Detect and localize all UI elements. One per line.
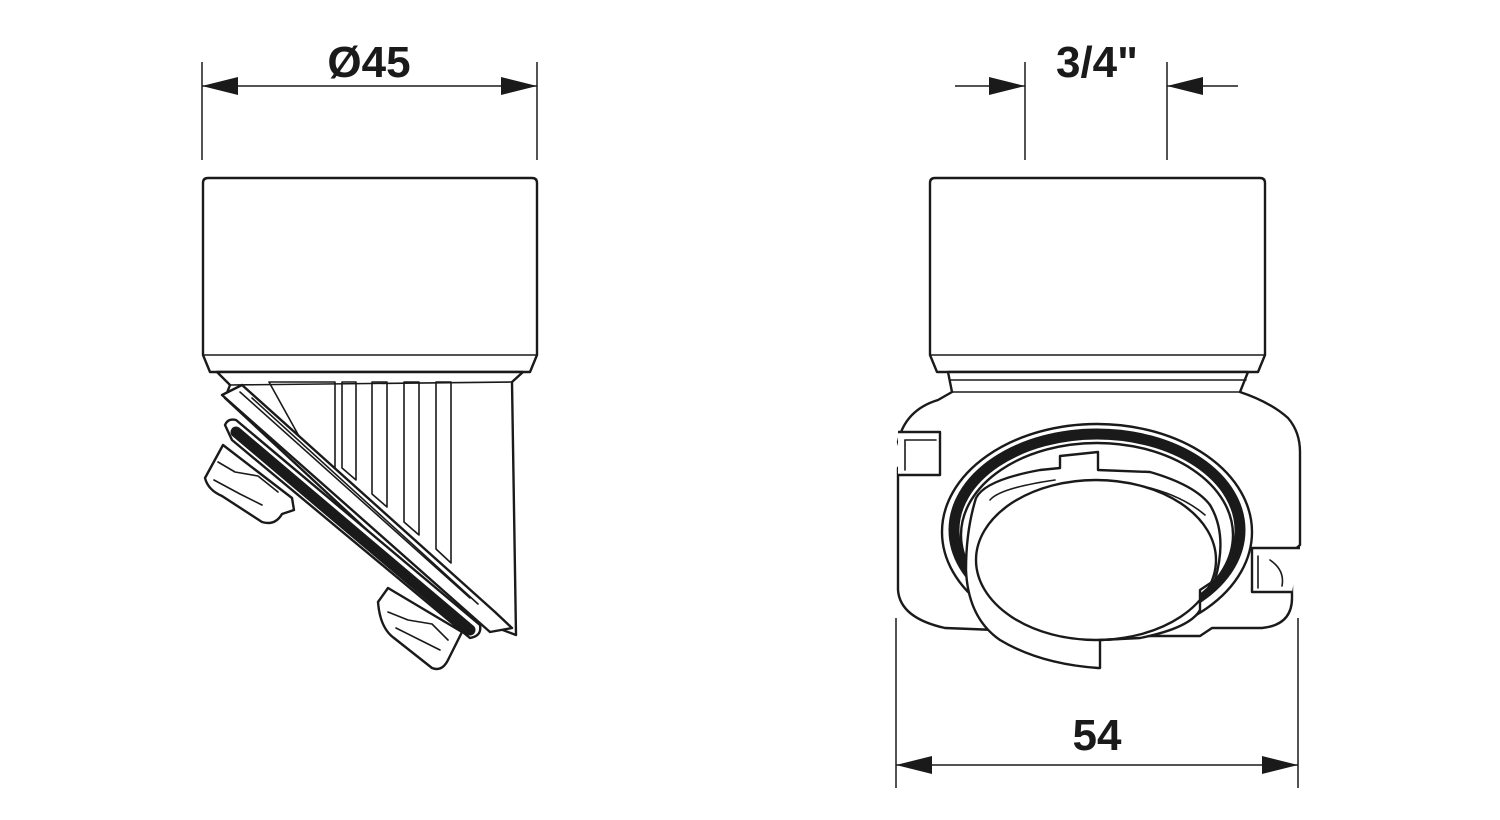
side-view: Ø45 [201,38,539,671]
front-inner-opening [964,450,1222,670]
side-angled-body [215,370,525,637]
front-cap [928,176,1267,374]
side-seal-ring [223,418,482,640]
side-bayonet-tab-lower [376,586,464,671]
front-right-slot [1250,546,1300,594]
dimension-diameter-label: Ø45 [327,38,410,87]
side-cap [201,176,539,374]
dimension-thread-label: 3/4" [1056,38,1138,87]
dimension-width-label: 54 [1073,711,1122,760]
dimension-thread: 3/4" [955,38,1238,160]
dimension-width: 54 [895,618,1299,788]
side-bayonet-tab-upper [203,443,296,525]
side-ribs [268,381,452,564]
dimension-diameter: Ø45 [201,38,538,160]
front-left-slot [898,430,942,477]
front-view: 3/4" [896,38,1302,670]
